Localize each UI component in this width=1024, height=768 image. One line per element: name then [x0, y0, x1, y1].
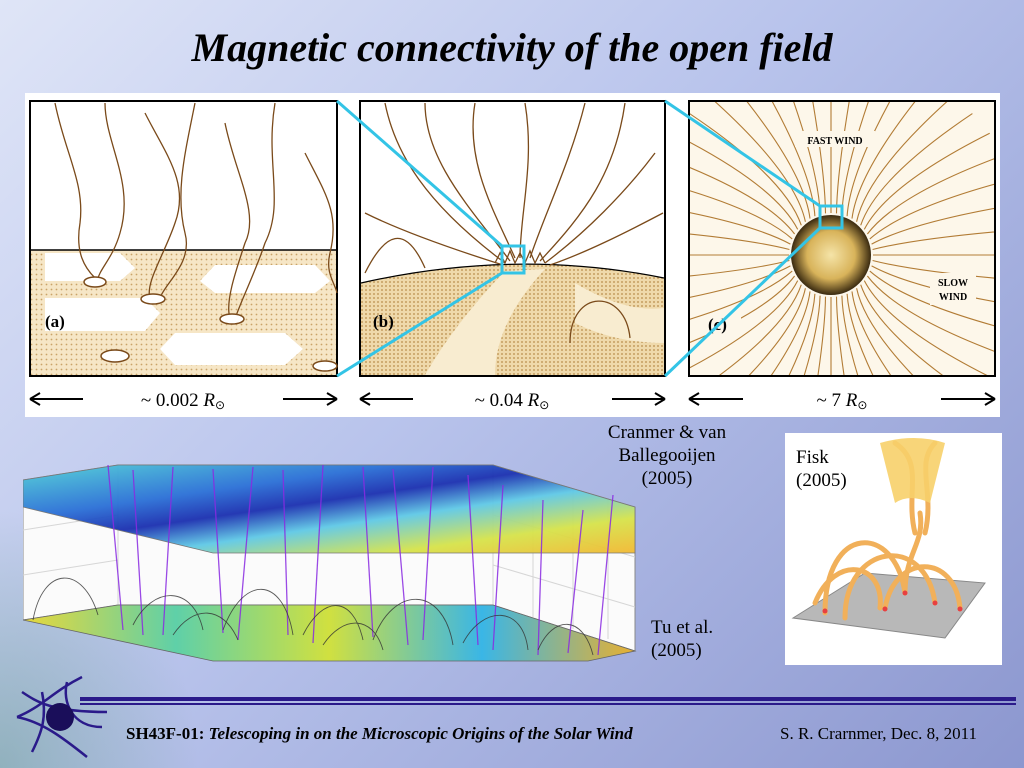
field-ray — [856, 288, 914, 375]
slow-wind-label-1: SLOW — [938, 278, 968, 289]
caption-cranmer-line2: Ballegooijen (2005) — [618, 445, 716, 489]
field-ray — [788, 293, 816, 375]
scale-a-value: ~ 0.002 — [141, 390, 204, 411]
field-ray — [690, 265, 791, 298]
field-ray — [746, 102, 811, 219]
field-ray — [690, 259, 790, 277]
scale-bar-c: ~ 7 R⊙ — [688, 390, 996, 412]
scale-b-sub: ⊙ — [539, 398, 549, 412]
panel-b-label: (b) — [373, 312, 394, 331]
caption-tu: Tu et al. (2005) — [651, 616, 713, 662]
field-ray — [812, 102, 827, 214]
field-ray — [860, 284, 944, 375]
scale-b-unit: R — [527, 390, 540, 411]
slow-wind-label-2: WIND — [939, 292, 967, 303]
footer-rule-thin — [80, 703, 1016, 705]
panel-b: (b) — [359, 100, 666, 377]
field-ray — [856, 102, 948, 222]
field-ray — [690, 280, 799, 369]
footer-talk-title: SH43F-01: Telescoping in on the Microsco… — [126, 724, 633, 744]
field-ray — [872, 259, 994, 279]
field-ray — [841, 295, 859, 375]
caption-tu-line2: (2005) — [651, 640, 702, 661]
field-ray — [690, 141, 799, 230]
footer-talk-name: Telescoping in on the Microscopic Origin… — [208, 724, 633, 743]
footer-session-code: SH43F-01: — [126, 724, 205, 743]
caption-fisk-line1: Fisk — [796, 447, 829, 468]
field-ray — [690, 167, 796, 235]
field-ray — [714, 102, 806, 222]
tu-3d-figure — [23, 464, 637, 662]
field-ray — [872, 231, 994, 251]
caption-fisk: Fisk (2005) — [796, 446, 847, 492]
scale-a-unit: R — [202, 390, 215, 411]
caption-cranmer-line1: Cranmer & van — [607, 422, 727, 443]
connectivity-figure: (a) (b) FAST WIND — [25, 93, 1000, 417]
field-ray — [690, 113, 802, 226]
fast-wind-label: FAST WIND — [807, 136, 862, 147]
field-ray — [690, 275, 796, 343]
field-ray — [690, 212, 791, 245]
field-ray — [841, 102, 869, 215]
scale-bar-a: ~ 0.002 R⊙ — [29, 390, 338, 412]
footer-author-date: S. R. Crarnmer, Dec. 8, 2011 — [780, 724, 977, 743]
svg-text:~ 0.002 R⊙: ~ 0.002 R⊙ — [141, 390, 225, 412]
footer-rule — [80, 697, 1016, 701]
panel-a: (a) — [29, 100, 338, 377]
panel-a-label: (a) — [45, 312, 65, 331]
caption-cranmer: Cranmer & van Ballegooijen (2005) — [592, 421, 742, 490]
field-ray — [851, 291, 892, 375]
field-ray — [803, 295, 821, 375]
field-ray — [871, 207, 994, 245]
scale-c-sub: ⊙ — [857, 398, 867, 412]
caption-tu-line1: Tu et al. — [651, 617, 714, 638]
scale-c-unit: R — [845, 390, 858, 411]
field-ray — [690, 190, 793, 240]
zoom-connectors — [336, 99, 822, 378]
field-ray — [748, 288, 806, 375]
field-ray — [869, 183, 994, 240]
caption-fisk-line2: (2005) — [796, 470, 847, 491]
field-ray — [846, 102, 891, 217]
field-ray — [866, 158, 994, 235]
field-ray — [771, 102, 816, 217]
field-ray — [846, 293, 874, 375]
field-ray — [690, 270, 793, 320]
svg-text:~ 7 R⊙: ~ 7 R⊙ — [817, 390, 868, 412]
scale-b-value: ~ 0.04 — [475, 390, 528, 411]
slide-title: Magnetic connectivity of the open field — [191, 25, 833, 70]
field-ray — [793, 102, 821, 215]
field-ray — [835, 296, 845, 375]
field-ray — [863, 132, 990, 230]
svg-text:~ 0.04 R⊙: ~ 0.04 R⊙ — [475, 390, 550, 412]
scale-bar-b: ~ 0.04 R⊙ — [359, 390, 666, 412]
field-ray — [851, 102, 916, 219]
field-ray — [863, 280, 988, 375]
scale-c-value: ~ 7 — [817, 390, 846, 411]
field-ray — [835, 102, 850, 214]
field-ray — [770, 291, 811, 375]
fisk-figure — [785, 433, 1002, 665]
scale-a-sub: ⊙ — [215, 398, 225, 412]
field-ray — [860, 113, 973, 226]
field-ray — [869, 270, 994, 327]
field-ray — [718, 284, 802, 375]
panel-c: FAST WIND SLOW WIND (c) — [688, 100, 996, 377]
sun-logo-icon — [16, 675, 108, 758]
field-ray — [690, 233, 790, 251]
field-ray — [817, 296, 827, 375]
field-ray — [866, 275, 994, 352]
